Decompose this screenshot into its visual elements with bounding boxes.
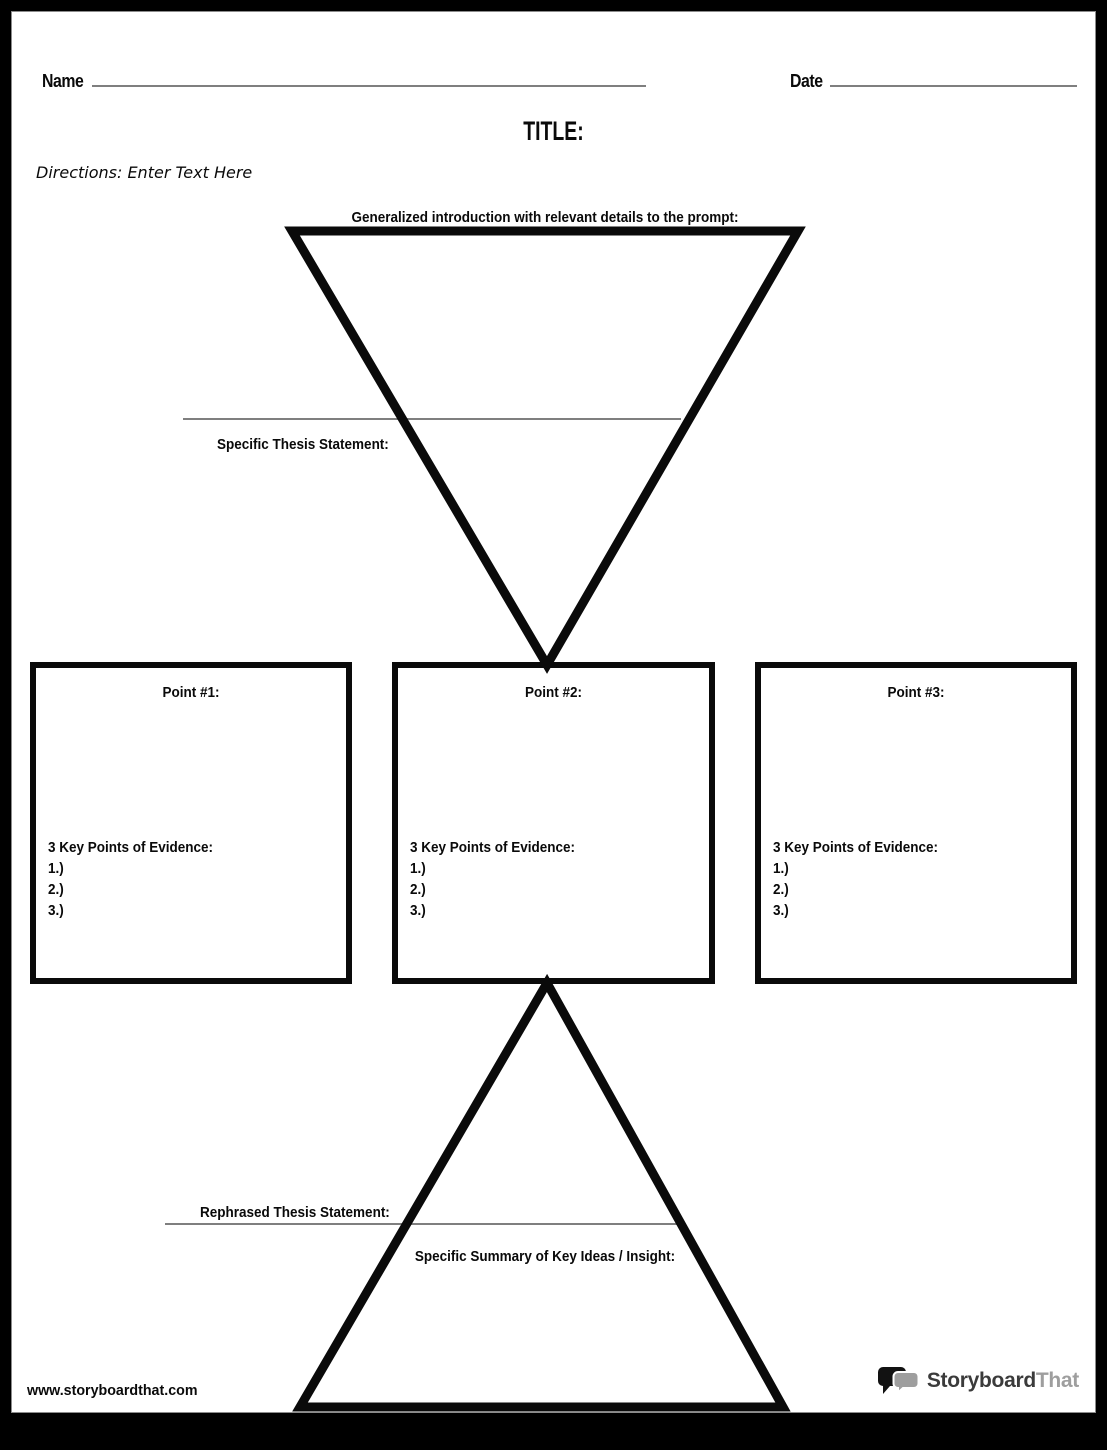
conclusion-triangle[interactable] bbox=[292, 973, 791, 1412]
point-1-title: Point #1: bbox=[162, 684, 220, 701]
evidence-item[interactable]: 1.) bbox=[410, 860, 426, 877]
point-3-title: Point #3: bbox=[887, 684, 945, 701]
point-box-3[interactable]: Point #3: 3 Key Points of Evidence: 1.) … bbox=[755, 662, 1077, 984]
evidence-item[interactable]: 2.) bbox=[48, 881, 64, 898]
date-label: Date bbox=[790, 71, 823, 91]
point-3-evidence: 3 Key Points of Evidence: 1.) 2.) 3.) bbox=[773, 837, 938, 921]
page-title[interactable]: TITLE: bbox=[523, 116, 584, 146]
evidence-item[interactable]: 1.) bbox=[773, 860, 789, 877]
name-label: Name bbox=[42, 71, 84, 91]
evidence-item[interactable]: 3.) bbox=[410, 902, 426, 919]
logo-that-text: That bbox=[1035, 1369, 1079, 1392]
speech-bubbles-icon bbox=[877, 1367, 920, 1395]
logo-storyboard-text: Storyboard bbox=[926, 1369, 1036, 1392]
evidence-item[interactable]: 2.) bbox=[773, 881, 789, 898]
storyboardthat-logo: StoryboardThat bbox=[877, 1364, 1079, 1398]
intro-funnel-label: Generalized introduction with relevant d… bbox=[351, 209, 739, 226]
rephrased-thesis-label: Rephrased Thesis Statement: bbox=[200, 1204, 390, 1221]
evidence-header: 3 Key Points of Evidence: bbox=[48, 839, 214, 856]
evidence-item[interactable]: 2.) bbox=[410, 881, 426, 898]
point-box-1[interactable]: Point #1: 3 Key Points of Evidence: 1.) … bbox=[30, 662, 352, 984]
rephrased-fill-line[interactable] bbox=[165, 1223, 681, 1225]
evidence-header: 3 Key Points of Evidence: bbox=[410, 839, 576, 856]
thesis-fill-line[interactable] bbox=[183, 418, 681, 420]
evidence-header: 3 Key Points of Evidence: bbox=[773, 839, 939, 856]
point-box-2[interactable]: Point #2: 3 Key Points of Evidence: 1.) … bbox=[392, 662, 715, 984]
date-fill-line[interactable] bbox=[830, 85, 1077, 87]
worksheet-page: Name Date TITLE: Directions: Enter Text … bbox=[11, 11, 1096, 1413]
evidence-item[interactable]: 3.) bbox=[773, 902, 789, 919]
point-2-title: Point #2: bbox=[524, 684, 583, 701]
directions-text[interactable]: Directions: Enter Text Here bbox=[36, 163, 253, 182]
website-url: www.storyboardthat.com bbox=[27, 1382, 198, 1399]
name-fill-line[interactable] bbox=[92, 85, 646, 87]
summary-label: Specific Summary of Key Ideas / Insight: bbox=[414, 1248, 676, 1265]
evidence-item[interactable]: 1.) bbox=[48, 860, 64, 877]
point-2-evidence: 3 Key Points of Evidence: 1.) 2.) 3.) bbox=[410, 837, 575, 921]
point-1-evidence: 3 Key Points of Evidence: 1.) 2.) 3.) bbox=[48, 837, 213, 921]
thesis-statement-label: Specific Thesis Statement: bbox=[217, 436, 389, 453]
logo-wordmark: StoryboardThat bbox=[927, 1369, 1079, 1393]
evidence-item[interactable]: 3.) bbox=[48, 902, 64, 919]
